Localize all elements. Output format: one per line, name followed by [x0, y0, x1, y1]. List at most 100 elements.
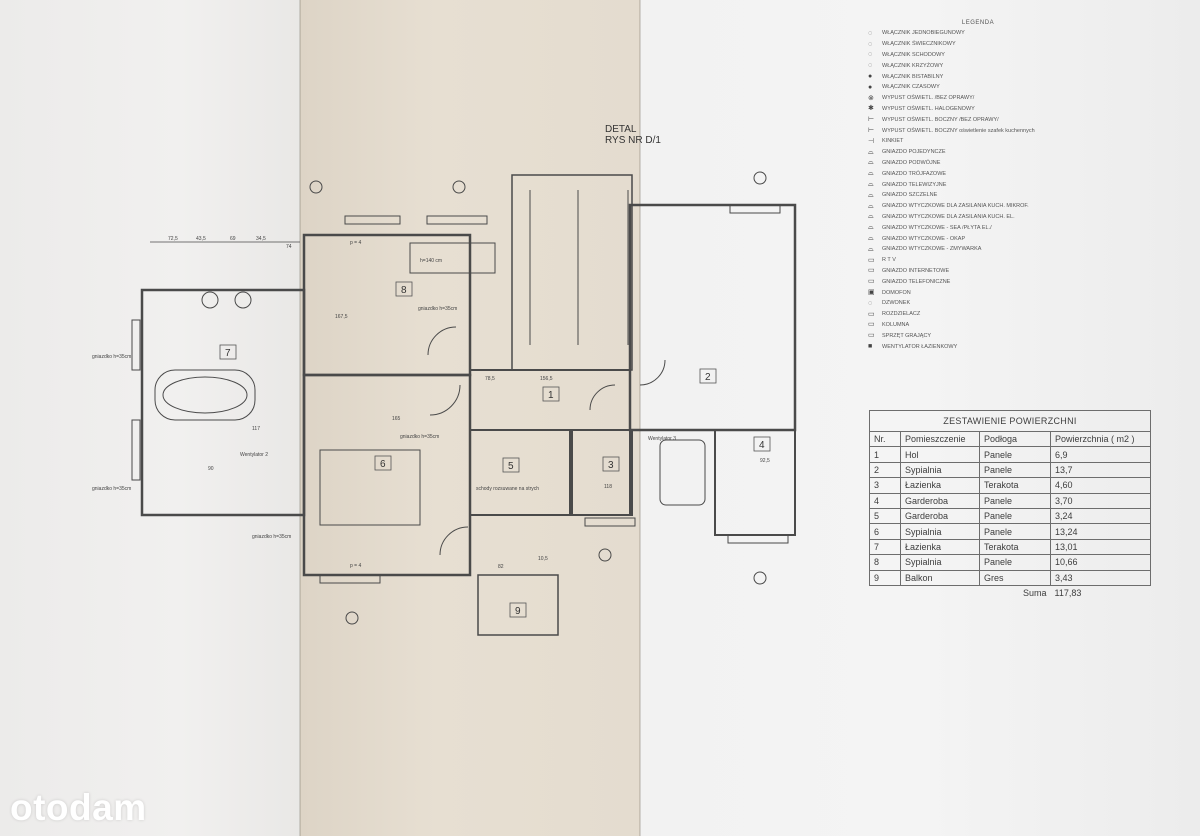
legend-label: WŁĄCZNIK JEDNOBIEGUNOWY [882, 30, 965, 37]
legend-item: ⌓GNIAZDO POJEDYNCZE [868, 147, 1088, 158]
legend-symbol-icon: ◌ [868, 51, 873, 59]
table-cell: 3,43 [1050, 569, 1151, 586]
table-cell: 13,7 [1050, 461, 1151, 479]
door-arc [589, 384, 616, 411]
legend-symbol-icon: ▣ [868, 289, 875, 297]
legend-label: GNIAZDO TELEWIZYJNE [882, 181, 947, 188]
legend-label: WŁĄCZNIK CZASOWY [882, 84, 940, 91]
detail-drawing-ref: RYS NR D/1 [605, 135, 661, 146]
table-cell: Panele [979, 446, 1051, 463]
table-cell: 13,01 [1050, 538, 1151, 556]
table-cell: 9 [869, 569, 901, 586]
legend-label: GNIAZDO INTERNETOWE [882, 267, 950, 274]
legend-label: WŁĄCZNIK ŚWIECZNIKOWY [882, 41, 956, 48]
legend-item: ⊢WYPUST OŚWIETL. BOCZNY /BEZ OPRAWY/ [868, 114, 1088, 125]
legend-label: WŁĄCZNIK KRZYŻOWY [882, 62, 944, 69]
legend-symbol-icon: ⌓ [868, 202, 874, 210]
note-gniazdko: gniazdko h=35cm [92, 486, 131, 492]
legend-symbol-icon: ▭ [868, 278, 875, 286]
dimension-label: 82 [498, 564, 504, 570]
legend-label: KINKIET [882, 138, 904, 145]
legend: LEGENDA ◌WŁĄCZNIK JEDNOBIEGUNOWY◌WŁĄCZNI… [868, 20, 1088, 352]
legend-item: ▭GNIAZDO INTERNETOWE [868, 266, 1088, 277]
legend-item: ◌WŁĄCZNIK JEDNOBIEGUNOWY [868, 28, 1088, 39]
wall-room-5 [469, 429, 571, 516]
table-cell: Garderoba [900, 492, 980, 509]
table-cell: Panele [979, 507, 1051, 525]
legend-label: GNIAZDO WTYCZKOWE - OKAP [882, 235, 966, 242]
legend-label: GNIAZDO POJEDYNCZE [882, 149, 946, 156]
legend-item: ⌓GNIAZDO WTYCZKOWE - SEA /PŁYTA EL./ [868, 222, 1088, 233]
table-cell: Terakota [979, 477, 1051, 494]
legend-item: ▭GNIAZDO TELEFONICZNE [868, 276, 1088, 287]
table-cell: Łazienka [900, 538, 980, 556]
legend-item: ●WŁĄCZNIK CZASOWY [868, 82, 1088, 93]
legend-item: ◌WŁĄCZNIK ŚWIECZNIKOWY [868, 39, 1088, 50]
legend-symbol-icon: ⊢ [868, 116, 875, 124]
legend-label: GNIAZDO WTYCZKOWE DLA ZASILANIA KUCH. MI… [882, 203, 1029, 210]
legend-item: ◌DZWONEK [868, 298, 1088, 309]
table-header-floor: Podłoga [979, 430, 1051, 448]
note-p4: p = 4 [350, 563, 361, 569]
dimension-label: 118 [604, 484, 612, 490]
room-7-label: 7 [225, 348, 231, 359]
note-gniazdko: gniazdko h=35cm [400, 434, 439, 440]
legend-label: R T V [882, 257, 896, 264]
legend-label: GNIAZDO WTYCZKOWE - SEA /PŁYTA EL./ [882, 224, 992, 231]
bathtub-room-7 [154, 369, 256, 421]
legend-label: WYPUST OŚWIETL. HALOGENOWY [882, 105, 975, 112]
legend-item: ◌ WŁĄCZNIK SCHODOWY [868, 50, 1088, 61]
paper-sheet-left [0, 0, 300, 836]
legend-label: GNIAZDO TRÓJFAZOWE [882, 170, 947, 177]
legend-label: WŁĄCZNIK SCHODOWY [882, 51, 945, 58]
dimension-label: 72,5 [168, 236, 178, 242]
legend-item: ⌓ GNIAZDO WTYCZKOWE DLA ZASILANIA KUCH. M… [868, 201, 1088, 212]
table-cell: Panele [979, 554, 1051, 571]
table-cell: 10,66 [1050, 554, 1151, 571]
note-h140: h=140 cm [420, 258, 442, 264]
legend-label: SPRZĘT GRAJĄCY [882, 332, 932, 339]
detail-callout: DETAL RYS NR D/1 [605, 124, 661, 146]
legend-label: WŁĄCZNIK BISTABILNY [882, 73, 944, 80]
dimension-label: 165 [392, 416, 401, 422]
window [426, 215, 488, 225]
sink-room-7 [234, 291, 252, 309]
table-cell: 1 [869, 446, 901, 463]
table-cell: 6,9 [1050, 446, 1151, 463]
table-cell: Łazienka [900, 477, 980, 494]
legend-item: ⊗WYPUST OŚWIETL. /BEZ OPRAWY/ [868, 93, 1088, 104]
legend-symbol-icon: ⌓ [868, 245, 874, 253]
room-9-label: 9 [515, 606, 521, 617]
legend-item: ⊢ WYPUST OŚWIETL. BOCZNY oświetlenie szaf… [868, 125, 1088, 136]
table-cell: Panele [979, 492, 1051, 509]
legend-symbol-icon: ⌓ [868, 191, 874, 199]
legend-item: ✱ WYPUST OŚWIETL. HALOGENOWY [868, 104, 1088, 115]
legend-item: ⌓GNIAZDO WTYCZKOWE - OKAP [868, 233, 1088, 244]
legend-symbol-icon: ⊢ [868, 127, 875, 135]
window [319, 574, 381, 584]
legend-symbol-icon: ✱ [868, 105, 874, 113]
staircase [511, 174, 633, 371]
legend-label: WYPUST OŚWIETL. BOCZNY oświetlenie szafe… [882, 127, 1035, 134]
bathtub-inner [162, 376, 248, 414]
note-p4: p = 4 [350, 240, 361, 246]
legend-list: ◌WŁĄCZNIK JEDNOBIEGUNOWY◌WŁĄCZNIK ŚWIECZ… [868, 28, 1088, 352]
detail-title: DETAL [605, 124, 637, 135]
table-cell: 4 [869, 492, 901, 509]
table-cell: 7 [869, 538, 901, 556]
legend-label: GNIAZDO PODWÓJNE [882, 159, 941, 166]
legend-symbol-icon: ▭ [868, 321, 875, 329]
door-arc [639, 359, 666, 386]
legend-item: ⌓GNIAZDO TRÓJFAZOWE [868, 168, 1088, 179]
table-cell: Balkon [900, 569, 980, 586]
legend-symbol-icon: ⊗ [868, 94, 874, 102]
axis-marker [598, 548, 612, 562]
table-sum-label: Suma [1022, 588, 1047, 599]
table-cell: Panele [979, 523, 1051, 540]
